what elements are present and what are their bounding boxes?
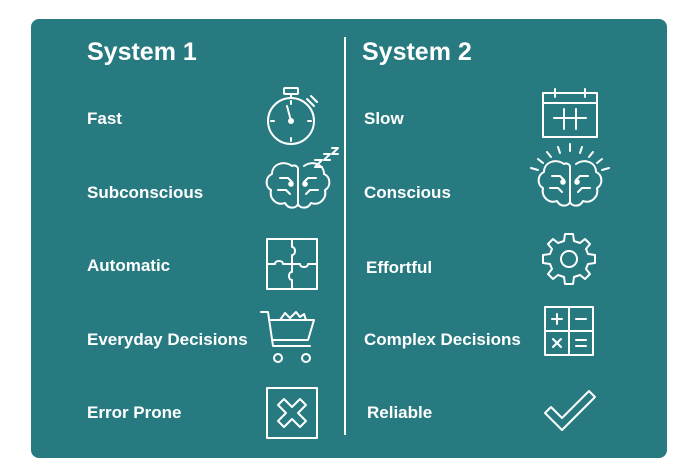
puzzle-icon — [266, 238, 318, 290]
sleeping-brain-icon — [262, 146, 342, 212]
label-error-prone: Error Prone — [87, 403, 182, 422]
label-effortful: Effortful — [366, 258, 433, 277]
label-slow: Slow — [364, 109, 404, 128]
calendar-icon — [541, 87, 599, 139]
gear-icon — [542, 232, 596, 286]
label-complex-decisions: Complex Decisions — [364, 330, 521, 349]
column-divider — [344, 37, 346, 435]
glowing-brain-icon — [528, 142, 612, 214]
checkmark-icon — [543, 389, 597, 433]
label-fast: Fast — [87, 109, 122, 128]
label-conscious: Conscious — [364, 183, 451, 202]
stopwatch-icon — [262, 86, 326, 148]
system-2-heading: System 2 — [362, 38, 472, 66]
label-subconscious: Subconscious — [87, 183, 204, 202]
label-everyday-decisions: Everyday Decisions — [87, 330, 248, 349]
label-reliable: Reliable — [367, 403, 433, 422]
system-1-heading: System 1 — [87, 38, 197, 66]
label-automatic: Automatic — [87, 256, 171, 275]
x-box-icon — [266, 387, 318, 439]
shopping-cart-icon — [260, 308, 318, 368]
calculator-icon — [544, 306, 594, 356]
